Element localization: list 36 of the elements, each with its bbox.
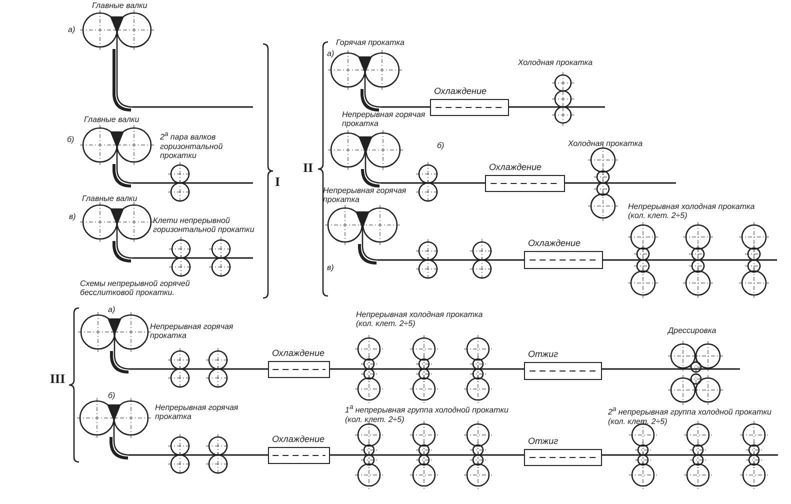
caption-text: Главные валки xyxy=(84,115,140,124)
furnace-label: Охлаждение xyxy=(434,86,487,96)
caption-text: Схемы непрерывной горячей бесслитковой прокатки. xyxy=(80,279,191,297)
caption-text: Клети непрерывной горизонтальной прокатки xyxy=(153,216,256,234)
scheme-letter: б) xyxy=(108,391,116,400)
caption-text: Непрерывная горячая прокатка xyxy=(150,322,234,340)
furnace-label: Охлаждение xyxy=(489,162,542,172)
caption-text: Непрерывная холодная прокатка (кол. клет. 2÷5) xyxy=(356,310,484,328)
caption-text: Дрессировка xyxy=(668,326,716,335)
caption-text: Непрерывная горячая прокатка xyxy=(155,403,240,421)
furnace-label: Отжиг xyxy=(528,349,558,359)
furnace-label: Охлаждение xyxy=(272,348,325,358)
scheme-letter: в) xyxy=(327,263,334,272)
caption-text: Непрерывная горячая прокатка xyxy=(342,110,426,128)
caption-text: Главные валки xyxy=(92,1,148,10)
scheme-letter: б) xyxy=(437,141,444,150)
furnace-label: Охлаждение xyxy=(272,434,325,444)
caption-text: Холодная прокатка xyxy=(518,58,593,67)
caption-text: Непрерывная горячая прокатка xyxy=(323,186,408,204)
section-numeral: I xyxy=(275,175,280,189)
caption-text: 2$^{а}$ непрерывная группа холодной прокатки (кол. клет. 2÷5) xyxy=(608,405,773,426)
scheme-letter: в) xyxy=(69,212,76,221)
caption-text: 1$^{а}$ непрерывная группа холодной прокатки (кол. клет. 2÷5) xyxy=(345,403,510,424)
section-numeral: III xyxy=(50,372,66,386)
scheme-letter: а) xyxy=(68,25,76,34)
caption-text: Горячая прокатка xyxy=(336,38,404,47)
caption-text: Непрерывная холодная прокатка (кол. клет. 2÷5) xyxy=(628,202,756,220)
scheme-letter: б) xyxy=(67,135,74,144)
scheme-letter: а) xyxy=(108,305,116,314)
furnace-label: Охлаждение xyxy=(528,238,581,248)
caption-text: 2$^{а}$ пара валков горизонтальной прокатки xyxy=(160,130,224,160)
caption-text: Холодная прокатка xyxy=(568,139,643,148)
section-numeral: II xyxy=(303,161,314,175)
furnace-label: Отжиг xyxy=(528,436,558,446)
caption-text: Главные валки xyxy=(82,194,138,203)
scheme-letter: а) xyxy=(327,49,334,58)
